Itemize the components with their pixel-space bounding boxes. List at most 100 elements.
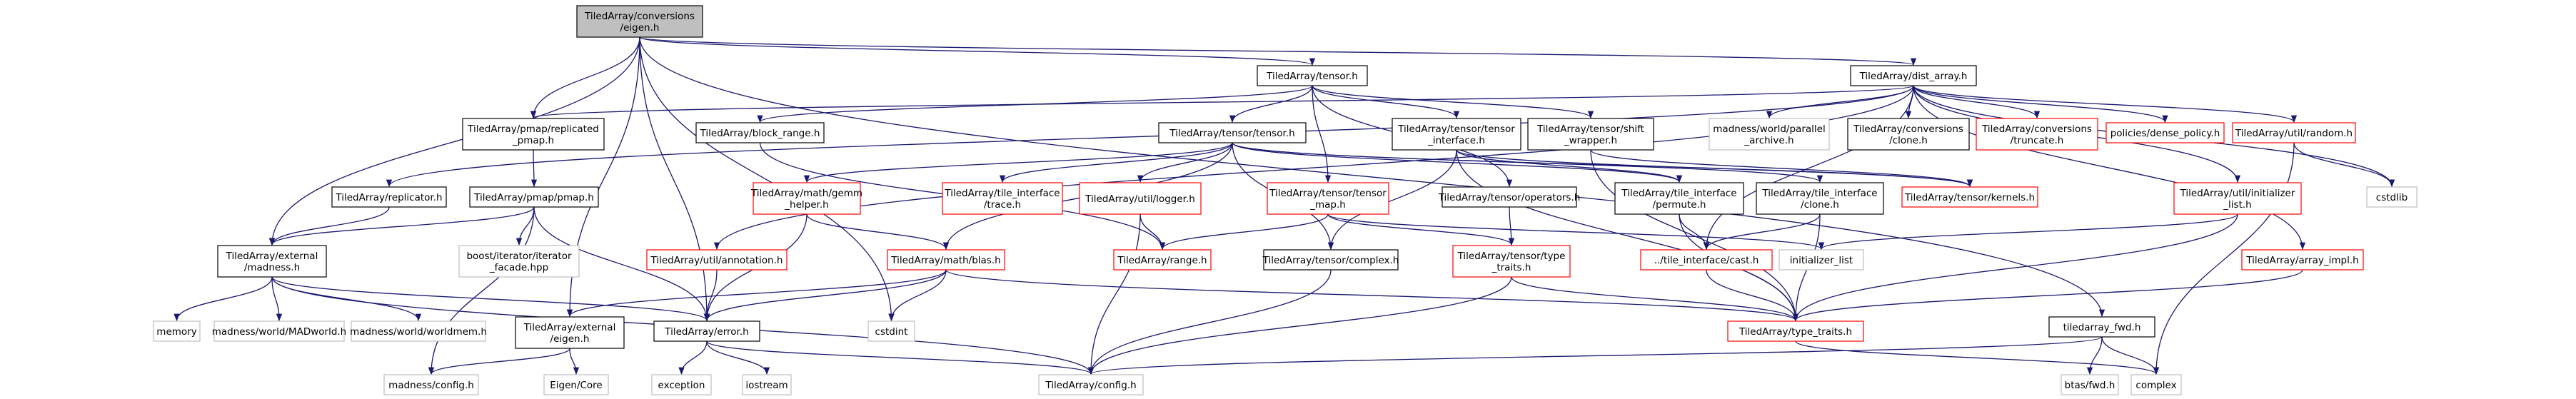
edge-ext-madness-to-mad-worldmem: [271, 276, 422, 322]
edge-array-impl-to-type-traits: [1793, 269, 2303, 322]
node-block-range[interactable]: TiledArray/block_range.h: [695, 122, 825, 143]
node-label: TiledArray/replicator.h: [335, 192, 442, 203]
edge-shift-wrap-to-tensor-kernels: [1590, 149, 1973, 188]
node-tensor-type-traits[interactable]: TiledArray/tensor/type_traits.h: [1452, 245, 1571, 278]
node-util-initlist[interactable]: TiledArray/util/initializer_list.h: [2173, 182, 2302, 215]
node-box: [469, 186, 599, 208]
node-shift-wrap[interactable]: TiledArray/tensor/shift_wrapper.h: [1527, 118, 1654, 151]
node-tensor-ops[interactable]: TiledArray/tensor/operators.h: [1438, 186, 1581, 208]
node-util-random[interactable]: TiledArray/util/random.h: [2232, 122, 2356, 143]
node-pmap-pmap[interactable]: TiledArray/pmap/pmap.h: [469, 186, 599, 208]
node-mad-world[interactable]: madness/world/MADworld.h: [212, 320, 347, 342]
node-range-h[interactable]: TiledArray/range.h: [1113, 249, 1212, 271]
node-dense-policy[interactable]: policies/dense_policy.h: [2105, 122, 2225, 143]
node-box: [1263, 249, 1399, 271]
edge-dist-array-to-array-impl: [1913, 85, 2306, 251]
edge-ext-eigen-to-mad-config: [428, 348, 570, 375]
node-mad-config[interactable]: madness/config.h: [383, 374, 479, 395]
node-label: exception: [658, 380, 705, 391]
node-label: /clone.h: [1801, 199, 1839, 211]
node-label: TiledArray/type_traits.h: [1739, 326, 1852, 338]
edge-tensor-type-traits-to-ta-config: [1087, 276, 1512, 375]
node-label: TiledArray/conversions: [1853, 123, 1963, 135]
node-label: _pmap.h: [512, 135, 554, 146]
node-iostream[interactable]: iostream: [742, 374, 792, 395]
edge-pmap-pmap-to-ext-madness: [268, 206, 535, 246]
node-mad-worldmem[interactable]: madness/world/worldmem.h: [350, 320, 487, 342]
edge-type-traits-to-complex: [1795, 340, 2159, 375]
edge-dist-array-to-archive: [1766, 85, 1914, 119]
node-cstdlib[interactable]: cstdlib: [2366, 186, 2417, 208]
edge-dist-array-to-util-random: [1913, 85, 2297, 123]
node-label: TiledArray/external: [226, 251, 318, 262]
edge-tensor-tensor-to-util-logger: [1137, 142, 1233, 183]
node-complex[interactable]: complex: [2130, 374, 2182, 395]
node-error-h[interactable]: TiledArray/error.h: [653, 320, 760, 342]
node-initializer-list[interactable]: initializer_list: [1778, 249, 1864, 271]
node-memory[interactable]: memory: [153, 320, 201, 342]
node-conv-clone[interactable]: TiledArray/conversions/clone.h: [1847, 118, 1970, 151]
node-box: [576, 5, 703, 38]
node-label: initializer_list: [1790, 255, 1853, 266]
node-replicator[interactable]: TiledArray/replicator.h: [331, 186, 447, 208]
node-tensor-tensor[interactable]: TiledArray/tensor/tensor.h: [1158, 122, 1307, 143]
node-ext-madness[interactable]: TiledArray/external/madness.h: [217, 245, 327, 278]
edge-ta-fwd-to-btas-fwd: [2086, 336, 2103, 375]
node-eigen-core[interactable]: Eigen/Core: [543, 374, 609, 395]
node-iter-facade[interactable]: boost/iterator/iterator_facade.hpp: [458, 245, 580, 278]
node-tile-trace[interactable]: TiledArray/tile_interface/trace.h: [942, 182, 1063, 215]
node-math-blas[interactable]: TiledArray/math/blas.h: [887, 249, 1005, 271]
node-array-impl[interactable]: TiledArray/array_impl.h: [2241, 249, 2364, 271]
node-util-logger[interactable]: TiledArray/util/logger.h: [1079, 182, 1202, 215]
node-tensor-kernels[interactable]: TiledArray/tensor/kernels.h: [1901, 186, 2038, 208]
node-ta-fwd[interactable]: tiledarray_fwd.h: [2048, 316, 2155, 338]
edge-util-logger-to-ta-config: [1087, 213, 1141, 375]
node-box: [1527, 118, 1654, 151]
edge-root-to-error-h: [639, 36, 710, 322]
node-label: /permute.h: [1653, 199, 1706, 211]
node-btas-fwd[interactable]: btas/fwd.h: [2061, 374, 2119, 395]
node-cstdint[interactable]: cstdint: [867, 320, 915, 342]
node-label: madness/world/worldmem.h: [350, 326, 487, 338]
node-pmap-repl[interactable]: TiledArray/pmap/replicated_pmap.h: [462, 118, 605, 151]
node-label: /clone.h: [1889, 135, 1928, 146]
node-box: [942, 182, 1063, 215]
node-exception[interactable]: exception: [651, 374, 712, 395]
node-label: TiledArray/math/gemm: [750, 188, 862, 199]
node-tensor-complex[interactable]: TiledArray/tensor/complex.h: [1262, 249, 1399, 271]
node-box: [213, 320, 345, 342]
node-root[interactable]: TiledArray/conversions/eigen.h: [576, 5, 703, 38]
node-label: TiledArray/tile_interface: [1621, 188, 1736, 199]
edge-pmap-pmap-to-error-h: [533, 206, 710, 322]
node-dist-array[interactable]: TiledArray/dist_array.h: [1850, 65, 1977, 86]
node-box: [653, 320, 760, 342]
node-tile-clone[interactable]: TiledArray/tile_interface/clone.h: [1756, 182, 1884, 215]
node-box: [1976, 118, 2098, 151]
node-tensor-iface[interactable]: TiledArray/tensor/tensor_interface.h: [1392, 118, 1521, 151]
node-box: [646, 249, 788, 271]
node-conv-trunc[interactable]: TiledArray/conversions/truncate.h: [1976, 118, 2098, 151]
node-tile-permute[interactable]: TiledArray/tile_interface/permute.h: [1614, 182, 1744, 215]
node-ext-eigen[interactable]: TiledArray/external/eigen.h: [515, 316, 625, 349]
node-type-traits[interactable]: TiledArray/type_traits.h: [1727, 320, 1864, 342]
node-ta-config[interactable]: TiledArray/config.h: [1038, 374, 1144, 395]
node-label: TiledArray/tensor/tensor: [1397, 123, 1515, 135]
node-label: TiledArray/external: [523, 322, 616, 333]
node-box: [458, 245, 580, 278]
node-util-annot[interactable]: TiledArray/util/annotation.h: [646, 249, 788, 271]
edge-tensor-tensor-to-tile-permute: [1232, 142, 1682, 183]
edge-util-random-to-cstdlib: [2293, 142, 2395, 188]
edge-math-blas-to-ext-eigen: [566, 269, 947, 318]
node-box: [2048, 316, 2155, 338]
node-gemm-helper[interactable]: TiledArray/math/gemm_helper.h: [750, 182, 862, 215]
node-box: [1850, 65, 1977, 86]
node-box: [331, 186, 447, 208]
node-tensor-h[interactable]: TiledArray/tensor.h: [1257, 65, 1368, 86]
node-box: [1847, 118, 1970, 151]
node-tile-cast[interactable]: ../tile_interface/cast.h: [1640, 249, 1773, 271]
node-archive[interactable]: madness/world/parallel_archive.h: [1709, 118, 1830, 151]
node-tensor-map[interactable]: TiledArray/tensor/tensor_map.h: [1267, 182, 1389, 215]
node-label: boost/iterator/iterator: [466, 251, 572, 262]
node-box: [515, 316, 625, 349]
